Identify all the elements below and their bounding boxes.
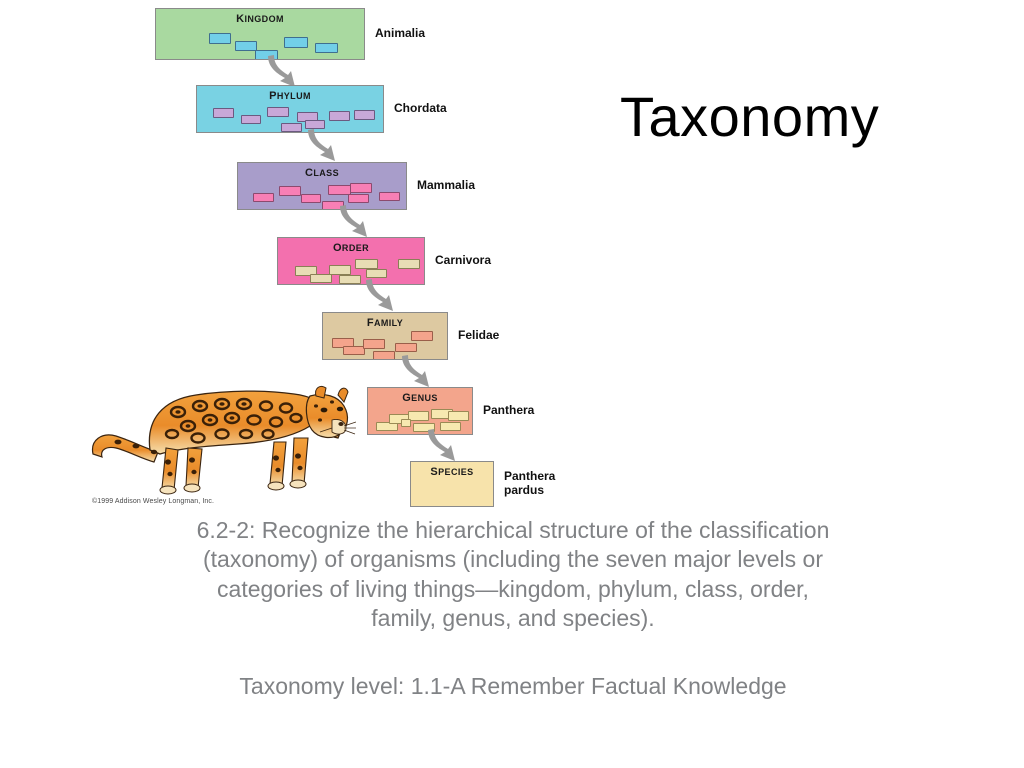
genus-box: GENUS [367,387,473,435]
objective-description: 6.2-2: Recognize the hierarchical struct… [196,517,830,632]
kingdom-example-label: Animalia [375,26,426,41]
class-example-label: Mammalia [417,178,476,193]
species-example-label: Panthera pardus [504,469,556,497]
group-chip [363,339,385,349]
family-box: FAMILY [322,312,448,360]
group-chip [395,343,417,352]
kingdom-box: KINGDOM [155,8,365,60]
genus-example-label: Panthera [483,403,535,418]
group-chip [235,41,257,51]
class-box: CLASS [237,162,407,210]
group-chip [281,123,302,132]
taxonomy-level-species: SPECIES Panthera pardus [410,461,555,507]
taxonomy-level-family: FAMILY Felidae [322,312,499,360]
group-chip [355,259,378,269]
family-example-label: Felidae [458,328,500,343]
taxonomy-hierarchy-diagram: KINGDOM Animalia PHYLUM Chordata [0,0,620,520]
genus-rank-label: GENUS [402,392,438,404]
order-example-label: Carnivora [435,253,492,268]
group-chip [315,43,338,53]
arrow-genus-to-species [428,429,455,461]
species-rank-label: SPECIES [430,466,474,478]
group-chip [401,419,411,427]
group-chip [350,183,372,193]
copyright-notice: ©1999 Addison Wesley Longman, Inc. [92,498,215,505]
group-chip [253,193,274,202]
group-chip [440,422,461,431]
arrow-class-to-order [340,205,367,237]
group-chip [295,266,317,276]
group-chip [241,115,261,124]
group-chip [398,259,420,269]
phylum-example-label: Chordata [394,101,447,116]
leopard-illustration [91,385,356,495]
group-chip [322,201,344,209]
group-chip [448,411,469,421]
group-chip [329,265,351,275]
class-rank-label: CLASS [305,167,339,179]
taxonomy-level-kingdom: KINGDOM Animalia [155,8,425,60]
taxonomy-level-order: ORDER Carnivora [277,237,491,285]
taxonomy-level-description: Taxonomy level: 1.1-A Remember Factual K… [239,673,787,699]
group-chip [329,111,350,121]
group-chip [255,50,278,59]
group-chip [284,37,308,48]
group-chip [279,186,301,196]
group-chip [411,331,433,341]
taxonomy-level-genus: GENUS Panthera [367,387,534,435]
taxonomy-level-phylum: PHYLUM Chordata [196,85,447,133]
group-chip [373,351,395,359]
group-chip [348,194,369,203]
arrow-order-to-family [366,279,393,311]
group-chip [354,110,375,120]
group-chip [376,422,398,431]
group-chip [413,423,435,432]
phylum-rank-label: PHYLUM [269,90,311,102]
taxonomy-level-class: CLASS Mammalia [237,162,475,210]
kingdom-rank-label: KINGDOM [236,13,284,25]
group-chip [209,33,231,44]
family-rank-label: FAMILY [366,317,404,329]
order-box: ORDER [277,237,425,285]
arrow-kingdom-to-phylum [268,55,295,87]
group-chip [339,275,361,284]
group-chip [408,411,429,421]
arrow-family-to-genus [402,355,429,387]
group-chip [301,194,321,203]
group-chip [305,120,325,129]
group-chip [379,192,400,201]
group-chip [213,108,234,118]
order-rank-label: ORDER [332,242,370,254]
species-box: SPECIES [410,461,494,507]
group-chip [343,346,365,355]
group-chip [267,107,289,117]
group-chip [310,274,332,283]
page-title: Taxonomy [620,85,880,148]
phylum-box: PHYLUM [196,85,384,133]
group-chip [366,269,387,278]
arrow-phylum-to-class [308,129,335,161]
